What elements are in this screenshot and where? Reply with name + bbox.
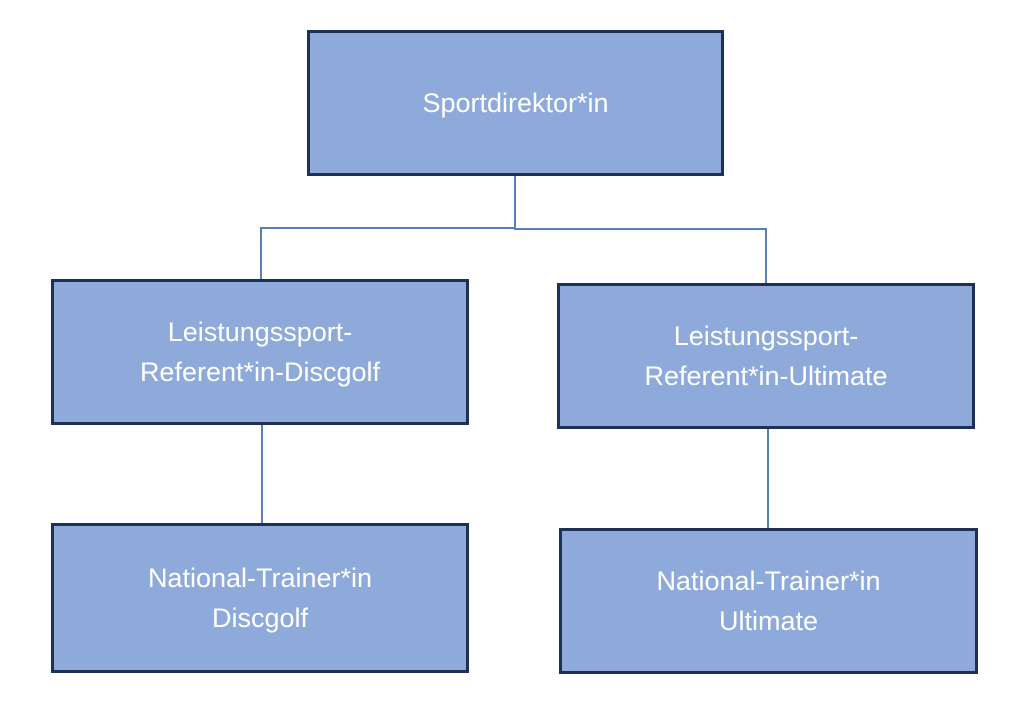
node-label-line: National-Trainer*in [656,566,881,596]
node-label-line: Sportdirektor*in [422,88,609,118]
node-label-line: Referent*in-Ultimate [644,361,888,391]
node-trainer-discgolf: National-Trainer*in Discgolf [51,523,469,673]
node-label-line: Leistungssport- [673,321,859,351]
node-label-line: National-Trainer*in [147,563,373,593]
node-referent-ultimate: Leistungssport- Referent*in-Ultimate [557,283,975,429]
node-label-line: Referent*in-Discgolf [139,357,381,387]
node-referent-discgolf: Leistungssport- Referent*in-Discgolf [51,279,469,425]
node-label-line: Discgolf [211,603,309,633]
connector-right-to-bottom [767,429,769,529]
connector-left-to-bottom [261,425,263,524]
connector-horizontal-right [514,228,767,230]
node-sportdirektor: Sportdirektor*in [307,30,724,176]
node-trainer-ultimate: National-Trainer*in Ultimate [559,528,978,674]
node-label-line: Ultimate [718,606,819,636]
connector-drop-right [765,228,767,284]
node-label-line: Leistungssport- [167,317,353,347]
connector-top-stem [514,176,516,229]
connector-horizontal-left [260,227,516,229]
connector-drop-left [260,227,262,280]
